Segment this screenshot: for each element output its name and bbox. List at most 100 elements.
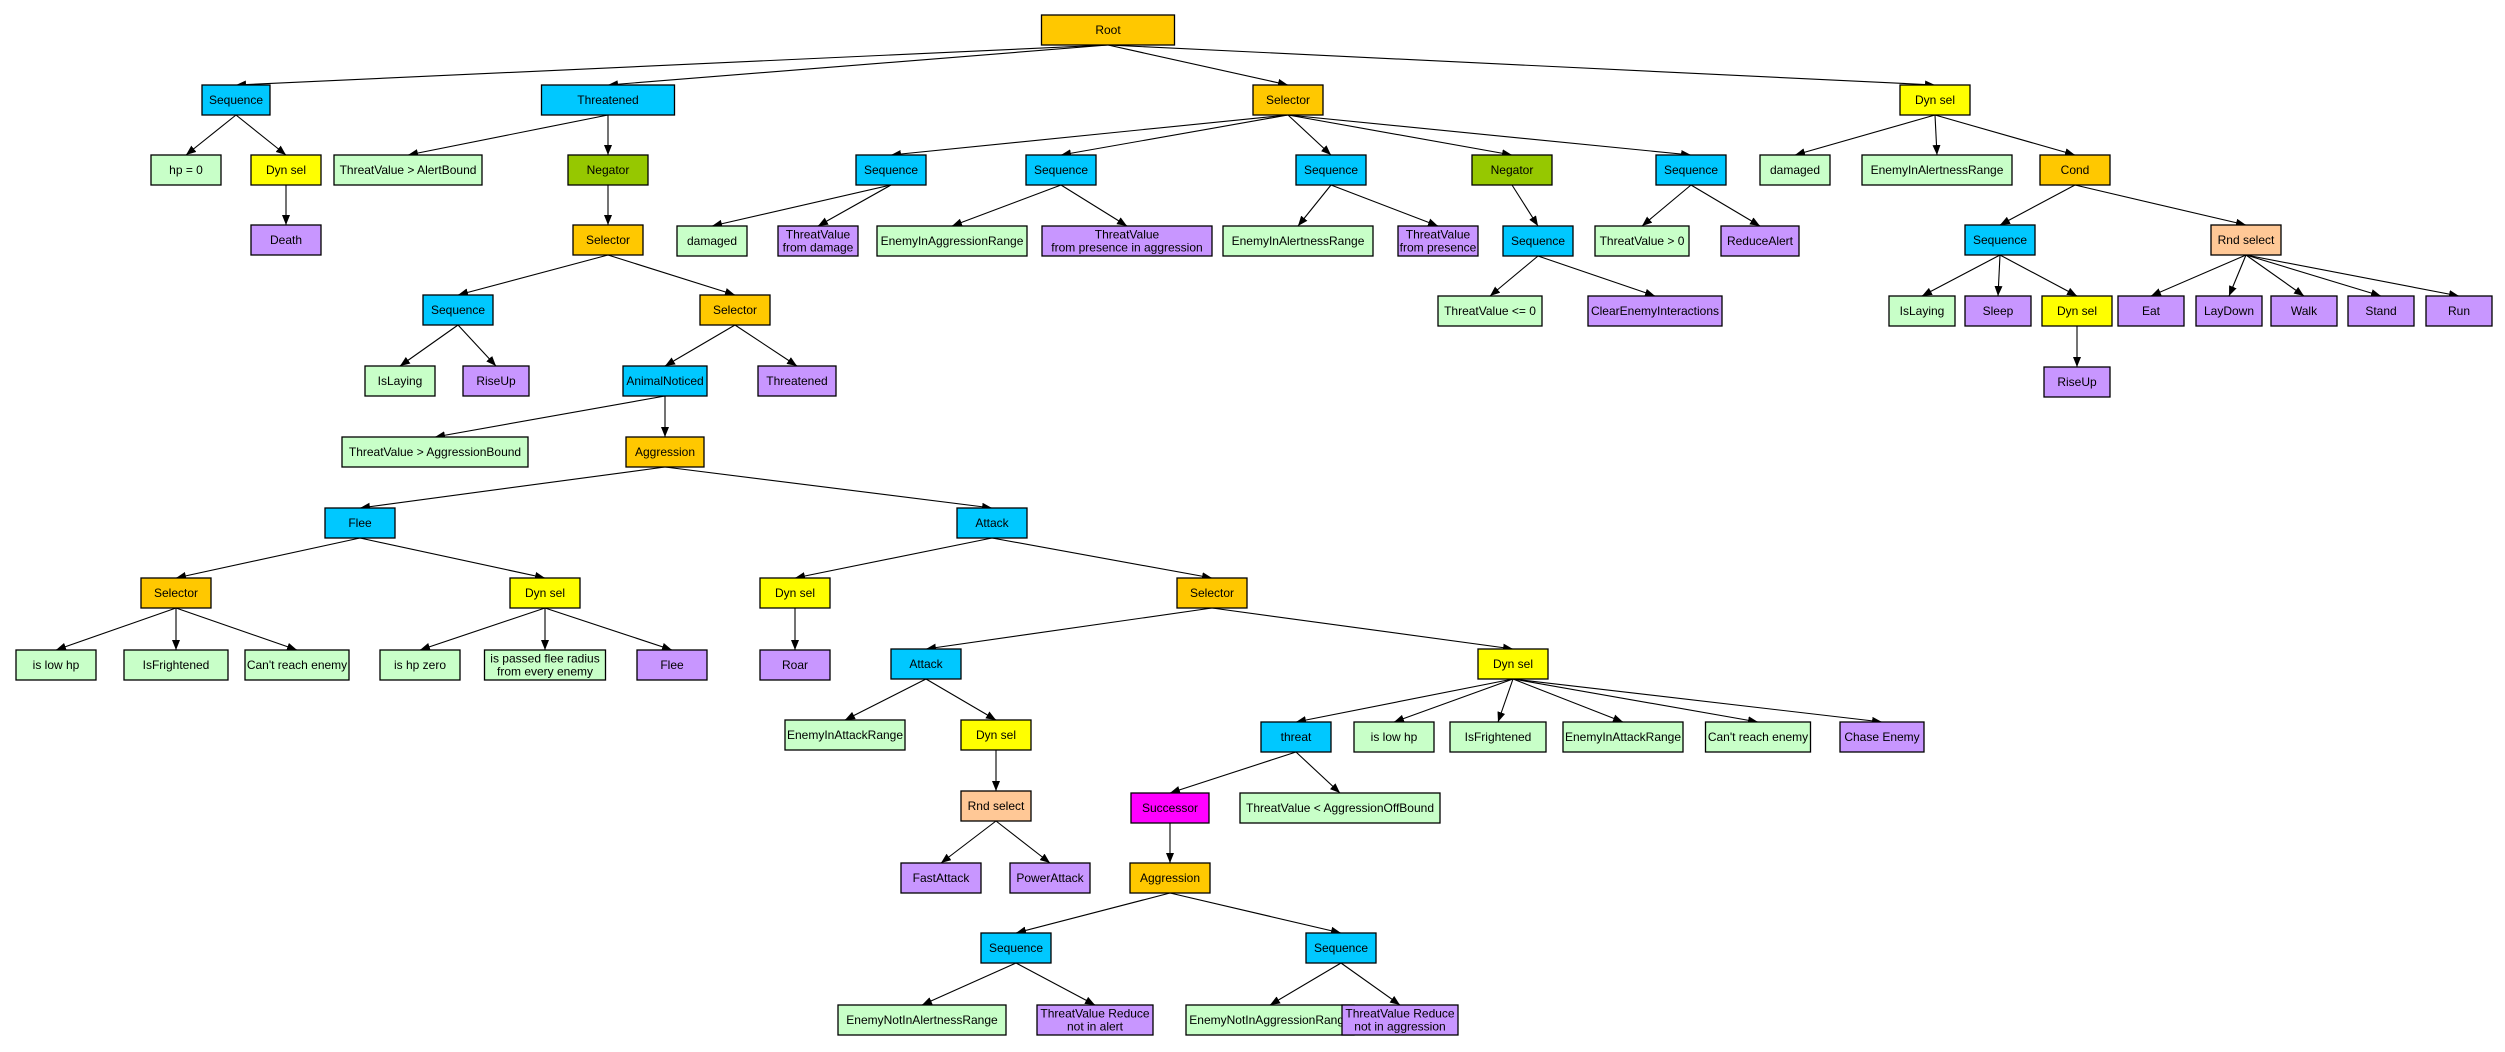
node-dyn1: Dyn sel [250,154,322,186]
node-label: hp = 0 [169,163,203,177]
node-label: RiseUp [476,374,516,388]
node-threatened: Threatened [540,84,676,116]
node-seqG: Sequence [1502,225,1574,257]
node-box-sequence [540,84,676,116]
node-isfright1: IsFrightened [123,649,229,681]
node-label: PowerAttack [1016,871,1084,885]
node-box-selector [1176,577,1248,609]
node-box-action [1720,225,1800,257]
node-box-condition [244,649,350,681]
edge-aggr2-to-seqF [1169,892,1342,935]
node-walk: Walk [2270,295,2338,327]
node-threat: threat [1260,721,1332,753]
node-label: FastAttack [913,871,971,885]
node-label: Flee [660,658,684,672]
node-label: Attack [909,657,943,671]
edges-layer [55,44,2460,1006]
node-label: Rnd select [968,799,1025,813]
node-dynB: Dyn sel [960,719,1032,751]
node-box-selector [699,294,771,326]
edge-seqE-to-tvrna [1015,962,1096,1006]
node-label: Dyn sel [525,586,565,600]
node-box-selector [572,224,644,256]
edge-root-to-sel1 [1107,44,1289,87]
node-label: Sequence [1973,233,2027,247]
node-box-condition [364,365,436,397]
node-sel1: Selector [1252,84,1324,116]
edge-dynF-to-ishpzero [419,607,546,651]
node-label: is low hp [33,658,80,672]
edge-selF-to-islowhp1 [55,607,177,651]
node-label: EnemyInAggressionRange [881,234,1024,248]
node-tvagg: ThreatValue > AggressionBound [341,436,529,468]
node-box-sequence [1305,932,1377,964]
node-sel2: Selector [572,224,644,256]
node-label: IsLaying [378,374,423,388]
node-box-condition [1704,721,1812,753]
node-box-condition [150,154,222,186]
edge-rnd2-to-run [2245,254,2460,299]
node-label: Sequence [1511,234,1565,248]
node-box-action [1587,295,1723,327]
edge-rnd2-to-laydown [2228,254,2247,297]
node-label: LayDown [2204,304,2254,318]
edge-neg2-to-seqG [1511,184,1539,227]
node-label: ThreatValue Reduce [1040,1007,1150,1021]
node-box-condition [1353,721,1435,753]
node-label: IsLaying [1900,304,1945,318]
node-label: Sleep [1983,304,2014,318]
node-roar: Roar [759,649,831,681]
node-label: Threatened [577,93,638,107]
edge-seq2-to-islaying1 [399,324,459,367]
node-box-condition [837,1004,1007,1036]
edge-seqB-to-tvfpa [1060,184,1128,227]
node-label: Selector [1190,586,1234,600]
node-root: Root [1040,14,1176,46]
node-box-action [2425,295,2493,327]
node-death: Death [250,224,322,256]
node-label: EnemyInAttackRange [1565,730,1681,744]
edge-root-to-dynR [1107,44,1936,89]
edge-dynC-to-cantreach2 [1512,678,1759,725]
edge-rnd1-to-fast [940,820,997,864]
node-box-action [1041,225,1213,257]
node-cond: Cond [2039,154,2111,186]
node-label: Successor [1142,801,1198,815]
edge-seqA-to-tvfd [817,184,892,227]
edge-aggr1-to-flee [359,466,666,511]
node-label: Negator [1491,163,1534,177]
edge-sel3-to-animal [664,324,736,367]
edge-seqH-to-islaying2 [1921,254,2001,297]
node-box-sequence [201,84,271,116]
node-box-selector [140,577,212,609]
node-flee: Flee [324,507,396,539]
node-label: Walk [2291,304,2318,318]
node-box-action [1341,1004,1459,1036]
node-eiagr: EnemyInAggressionRange [876,225,1028,257]
node-riseup2: RiseUp [2043,366,2111,398]
node-tvab: ThreatValue > AlertBound [333,154,483,186]
edge-dynF-to-fleeAct [544,607,673,651]
node-box-condition [333,154,483,186]
node-box-sequence [855,154,927,186]
edge-dynC-to-threat [1295,678,1514,724]
node-box-action [1036,1004,1154,1036]
node-label: ThreatValue > 0 [1600,234,1685,248]
node-label: ThreatValue [1095,228,1160,242]
node-label: EnemyInAlertnessRange [1871,163,2004,177]
node-label: Dyn sel [775,586,815,600]
node-box-action [462,365,530,397]
node-label: Run [2448,304,2470,318]
node-label: Attack [975,516,1009,530]
edge-selF-to-cantreach1 [175,607,298,651]
node-label: Selector [1266,93,1310,107]
edge-threatened-to-tvab [407,114,609,157]
node-label: ThreatValue > AggressionBound [349,445,521,459]
node-box-condition [379,649,461,681]
node-box-condition [1185,1004,1355,1036]
edge-seq1-to-hp0 [185,114,237,156]
node-tvgt0: ThreatValue > 0 [1594,225,1690,257]
edge-attack1-to-dynA [794,537,993,580]
